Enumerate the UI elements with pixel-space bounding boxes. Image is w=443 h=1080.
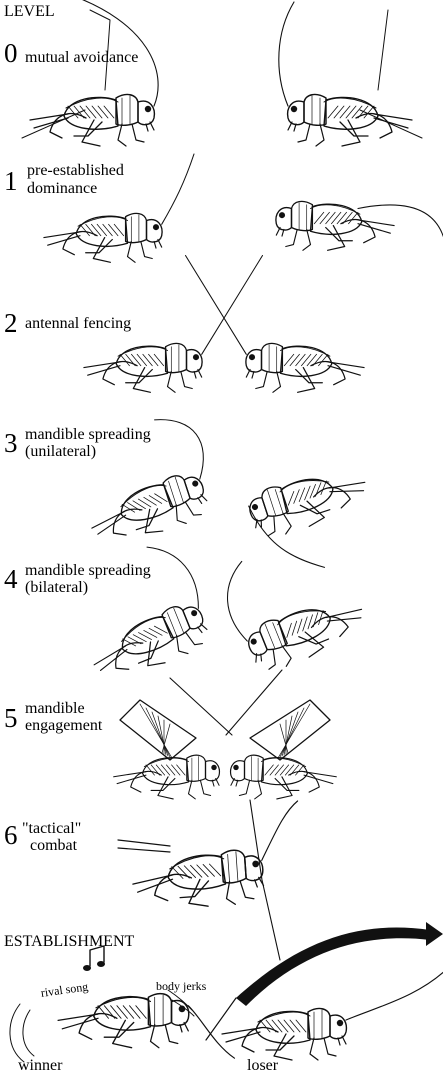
cricket-loser [222,966,443,1060]
cricket-pair-l5 [120,670,330,760]
level-6-number: 6 [4,822,18,849]
cricket-l4-left [61,536,218,688]
level-3-label-line-2: (unilateral) [25,444,96,460]
cricket-l0-left [30,0,158,146]
level-3-label-line-1: mandible spreading [25,427,151,443]
establishment-title: ESTABLISHMENT [4,934,134,950]
cricket-l5-left [114,755,220,799]
cricket-winner [58,994,234,1059]
song-arc-1 [23,1010,34,1056]
level-5-label-line-2: engagement [25,718,102,734]
level-6-label-line-2: combat [30,838,77,854]
level-2-label: antennal fencing [25,316,131,332]
level-1-label-line-2: dominance [27,181,97,197]
level-5-label-line-1: mandible [25,701,85,717]
level-4-number: 4 [4,566,18,593]
cricket-l6-front [128,801,305,911]
level-5-number: 5 [4,705,18,732]
cricket-l5-right [231,755,337,799]
cricket-l2-right [186,256,365,393]
level-6-label-line-1: "tactical" [22,821,81,837]
level-1-number: 1 [4,168,18,195]
body-jerks-label: body jerks [156,980,206,992]
cricket-l1-right [276,201,443,250]
l6-ovipositor-lines [118,840,170,852]
cricket-l4-right [213,526,370,678]
level-4-label-line-1: mandible spreading [25,563,151,579]
level-1-label-line-1: pre-established [27,163,124,179]
level-3-number: 3 [4,430,18,457]
level-0-number: 0 [4,40,18,67]
winner-antenna-line [206,998,236,1040]
level-0-label: mutual avoidance [25,50,138,66]
l0-right-antenna-line [378,10,388,90]
level-2-number: 2 [4,310,18,337]
level-header: LEVEL [4,4,55,20]
loser-label: loser [247,1058,278,1074]
song-arc-2 [10,1004,24,1062]
cricket-l3-right [245,459,386,584]
level-4-label-line-2: (bilateral) [25,580,88,596]
winner-label: winner [18,1058,62,1074]
